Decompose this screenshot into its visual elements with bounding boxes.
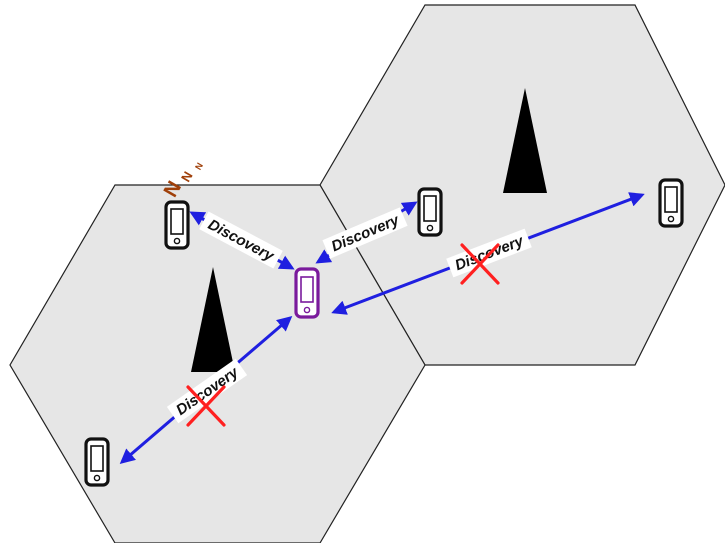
blocked-cross-icon [186,385,226,427]
mobile-phone-icon [417,187,443,237]
center-mobile-phone-icon [294,267,320,319]
sleep-z-small: N [193,161,205,172]
mobile-phone-icon [658,178,684,228]
mobile-phone-icon [164,200,190,250]
sleep-z-medium: N [178,169,196,185]
blocked-cross-icon [460,243,500,285]
mobile-phone-icon [84,437,110,487]
